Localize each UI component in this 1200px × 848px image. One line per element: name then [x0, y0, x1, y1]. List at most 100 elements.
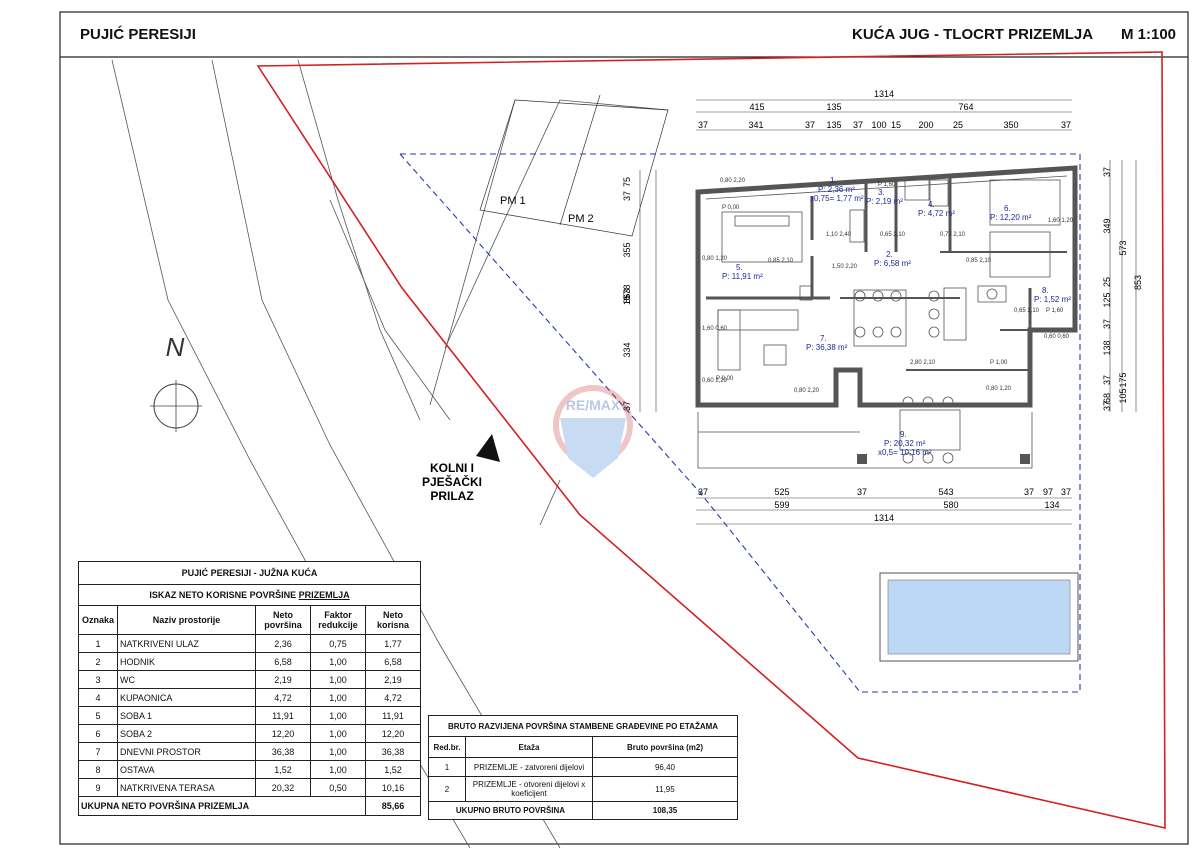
cell: 6 — [78, 724, 118, 743]
dimension-label: 580 — [943, 500, 958, 510]
dimension-label: 341 — [748, 120, 763, 130]
opening-label: 0,80 1,20 — [702, 256, 728, 262]
gross-area-table: BRUTO RAZVIJENA POVRŠINA STAMBENE GRAĐEV… — [428, 715, 738, 820]
opening-label: P 0,00 — [716, 376, 734, 382]
cell: 2,36 — [255, 634, 311, 653]
dimension-label: 543 — [938, 487, 953, 497]
dimension-lines — [639, 99, 1137, 525]
cell: HODNIK — [117, 652, 256, 671]
room-number: 2. — [886, 250, 893, 259]
col-header: Bruto površina (m2) — [592, 736, 738, 758]
access-arrow-icon — [476, 434, 500, 462]
cell: 8 — [78, 760, 118, 779]
dim-right-outer: 853 — [1133, 275, 1143, 290]
room-area: P: 12,20 m² — [990, 213, 1032, 222]
room-label-2: 2. P: 6,58 m² — [874, 250, 911, 268]
opening-label: 0,60 0,60 — [1044, 334, 1070, 340]
table-subtitle-row: ISKAZ NETO KORISNE POVRŠINE PRIZEMLJA — [78, 584, 421, 606]
table-header-row: Red.br. Etaža Bruto površina (m2) — [428, 736, 738, 758]
cell: 36,38 — [365, 742, 421, 761]
opening-label: 0,65 2,10 — [1014, 308, 1040, 314]
room-area: P: 1,52 m² — [1034, 295, 1071, 304]
cell: 1 — [428, 757, 466, 777]
cell: 9 — [78, 778, 118, 797]
subtitle-prefix: ISKAZ NETO KORISNE POVRŠINE — [149, 590, 299, 600]
cell: 11,91 — [255, 706, 311, 725]
dimension-label: 37 — [698, 487, 708, 497]
plot-boundary — [256, 51, 1166, 830]
room-area: P: 2,36 m² — [818, 185, 855, 194]
cell: 2,19 — [255, 670, 311, 689]
cell: 11,91 — [365, 706, 421, 725]
opening-label: P 1,60 — [878, 182, 896, 188]
cell: 0,50 — [310, 778, 366, 797]
cell: WC — [117, 670, 256, 689]
dimension-label: 37 — [1102, 167, 1112, 177]
cell: 11,95 — [592, 776, 738, 802]
cell: 1,00 — [310, 670, 366, 689]
terrace-pillar-right — [1020, 454, 1030, 464]
cell: 4 — [78, 688, 118, 707]
col-header: Neto površina — [255, 605, 311, 635]
cell: 2,19 — [365, 670, 421, 689]
cell: 20,32 — [255, 778, 311, 797]
dimension-label: 37 — [1061, 120, 1071, 130]
cell: 1,00 — [310, 724, 366, 743]
cell: 2 — [78, 652, 118, 671]
dimension-label: 37 — [805, 120, 815, 130]
dimension-label: 37 — [857, 487, 867, 497]
dimension-label: 175 — [1118, 372, 1128, 387]
dimension-label: 599 — [774, 500, 789, 510]
dimension-label: 105 — [1118, 388, 1128, 403]
col-header: Oznaka — [78, 605, 118, 635]
table-title-row: BRUTO RAZVIJENA POVRŠINA STAMBENE GRAĐEV… — [428, 715, 738, 737]
room-area-reduced: x0,5= 10,16 m² — [878, 448, 932, 457]
cell: SOBA 1 — [117, 706, 256, 725]
cell: NATKRIVENI ULAZ — [117, 634, 256, 653]
subtitle-underlined: PRIZEMLJA — [298, 590, 350, 600]
dimension-label: 37 — [1061, 487, 1071, 497]
dimension-label: 525 — [774, 487, 789, 497]
cell: 3 — [78, 670, 118, 689]
terrace — [697, 412, 1033, 469]
cell: 1,00 — [310, 742, 366, 761]
room-number: 1. — [830, 176, 837, 185]
dimension-label: 37 — [853, 120, 863, 130]
cell: 0,75 — [310, 634, 366, 653]
opening-label: 0,85 2,10 — [966, 258, 992, 264]
room-label-5: 5. P: 11,91 m² — [722, 263, 763, 281]
opening-label: 0,80 1,20 — [986, 386, 1012, 392]
room-area: P: 6,58 m² — [874, 259, 911, 268]
cell: PRIZEMLJE - zatvoreni dijelovi — [465, 757, 593, 777]
table-total-row: UKUPNO BRUTO POVRŠINA 108,35 — [428, 801, 738, 820]
dimension-label: 97 — [1043, 487, 1053, 497]
parking-label-1: PM 1 — [500, 195, 526, 207]
watermark-logo: RE/MAX — [553, 385, 633, 478]
table-title-row: PUJIĆ PERESIJI - JUŽNA KUĆA — [78, 561, 421, 585]
dimension-label: 25 — [953, 120, 963, 130]
cell: KUPAONICA — [117, 688, 256, 707]
dimension-label: 125 — [1102, 292, 1112, 307]
dim-bottom-total: 1314 — [874, 513, 894, 523]
room-label-1: 1. P: 2,36 m² x0,75= 1,77 m² — [810, 176, 864, 203]
north-letter: N — [166, 332, 185, 362]
dimension-label: 25 — [1102, 277, 1112, 287]
table-title: PUJIĆ PERESIJI - JUŽNA KUĆA — [78, 561, 421, 585]
col-header: Faktor redukcije — [310, 605, 366, 635]
opening-label: P 1,60 — [1046, 308, 1064, 314]
dimension-label: 853 — [622, 288, 632, 303]
dimension-label: 75 — [622, 177, 632, 187]
opening-label: 0,65 2,10 — [880, 232, 906, 238]
opening-label: P 1,00 — [990, 360, 1008, 366]
pool-water — [887, 579, 1071, 655]
cell: 4,72 — [365, 688, 421, 707]
